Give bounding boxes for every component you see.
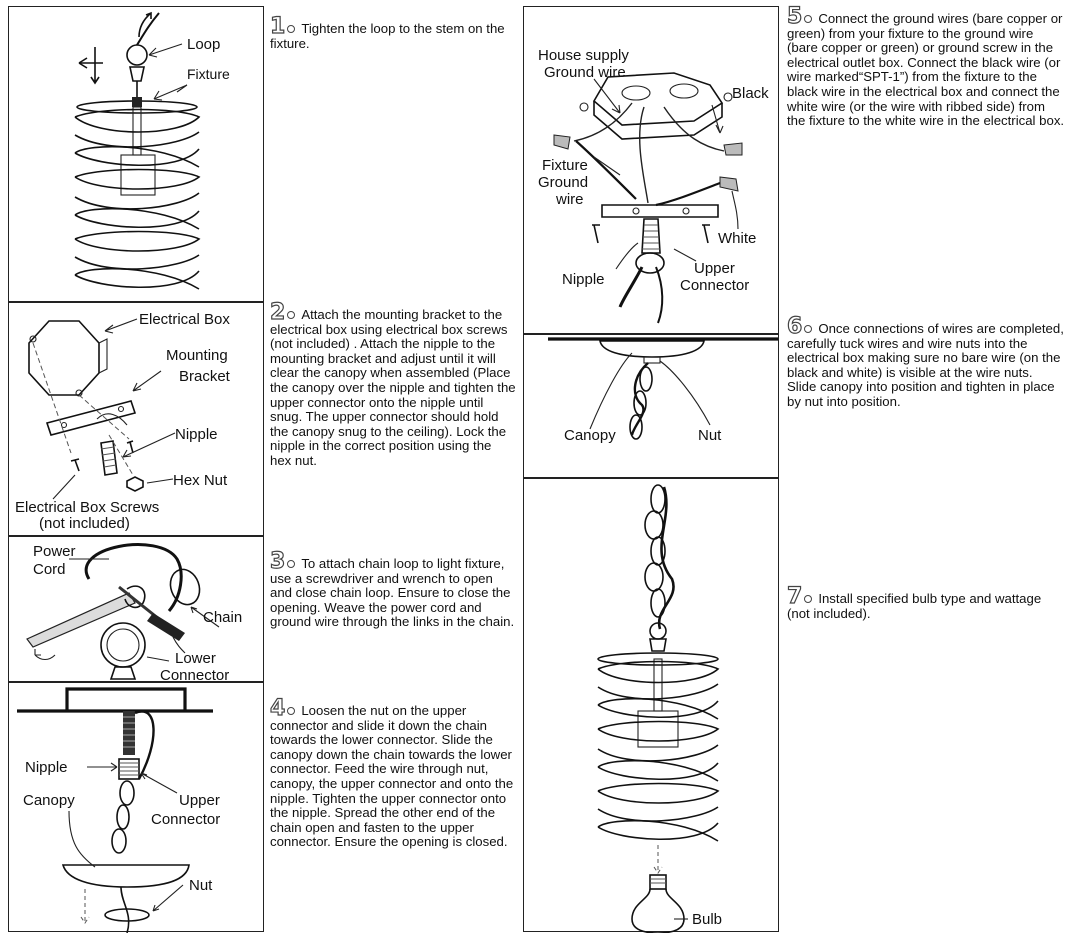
canopy-6 bbox=[600, 341, 704, 357]
step-bullet-icon bbox=[804, 15, 812, 23]
label-mounting: Mounting bbox=[166, 347, 228, 364]
wiring-illustration: House supply Ground wire bbox=[524, 7, 780, 335]
figure-step2: Electrical Box Mounting Bracket Nipple H… bbox=[8, 302, 264, 536]
step-2-body: Attach the mounting bracket to the elect… bbox=[270, 307, 516, 468]
bracket-5 bbox=[602, 205, 718, 217]
step-bullet-icon bbox=[804, 325, 812, 333]
figure-step5: House supply Ground wire bbox=[523, 6, 779, 334]
step-bullet-icon bbox=[287, 560, 295, 568]
step-bullet-icon bbox=[287, 707, 295, 715]
label-eb-screws: Electrical Box Screws bbox=[15, 499, 159, 516]
step-bullet-icon bbox=[287, 311, 295, 319]
label-lower: Lower bbox=[175, 650, 216, 667]
loop-ring bbox=[127, 45, 147, 65]
label-house-supply: House supply bbox=[538, 47, 629, 64]
spiral-shade bbox=[75, 110, 199, 290]
label-fixture-5: Fixture bbox=[542, 157, 588, 174]
wrench bbox=[27, 593, 135, 647]
chain-illustration: Power Cord Chain Lower Connector bbox=[9, 537, 265, 683]
bulb-glass bbox=[632, 889, 684, 933]
label-nipple: Nipple bbox=[175, 426, 218, 443]
fixture-bulb-illustration: Bulb bbox=[524, 479, 780, 933]
spiral-shade-7 bbox=[598, 662, 718, 842]
label-canopy-4: Canopy bbox=[23, 792, 75, 809]
step-5-body: Connect the ground wires (bare copper or… bbox=[787, 11, 1064, 128]
step-7-body: Install specified bulb type and wattage … bbox=[787, 591, 1041, 621]
label-wire-5: wire bbox=[555, 191, 584, 208]
label-not-included: (not included) bbox=[39, 515, 130, 532]
canopy-shape bbox=[63, 865, 189, 887]
label-cord: Cord bbox=[33, 561, 66, 578]
figure-step4: Nipple Canopy Upper Connector Nut bbox=[8, 682, 264, 932]
nipple-shape bbox=[123, 711, 135, 755]
step-1-body: Tighten the loop to the stem on the fixt… bbox=[270, 21, 505, 51]
label-nut-6: Nut bbox=[698, 427, 722, 444]
fixture-loop-illustration: Loop Fixture bbox=[9, 7, 265, 303]
canopy-illustration: Nipple Canopy Upper Connector Nut bbox=[9, 683, 265, 933]
label-electrical-box: Electrical Box bbox=[139, 311, 230, 328]
label-connector-4: Connector bbox=[151, 811, 220, 828]
bulb-base bbox=[650, 875, 666, 889]
label-ground-wire-top: Ground wire bbox=[544, 64, 626, 81]
step-bullet-icon bbox=[804, 595, 812, 603]
label-hex-nut: Hex Nut bbox=[173, 472, 228, 489]
label-loop: Loop bbox=[187, 36, 220, 53]
label-nipple-5: Nipple bbox=[562, 271, 605, 288]
label-connector-5: Connector bbox=[680, 277, 749, 294]
figure-step3: Power Cord Chain Lower Connector bbox=[8, 536, 264, 682]
step-bullet-icon bbox=[287, 25, 295, 33]
step-3-body: To attach chain loop to light fixture, u… bbox=[270, 556, 514, 629]
figure-step6: Canopy Nut bbox=[523, 334, 779, 478]
label-canopy-6: Canopy bbox=[564, 427, 616, 444]
label-nut-4: Nut bbox=[189, 877, 213, 894]
label-black: Black bbox=[732, 85, 769, 102]
label-upper-5: Upper bbox=[694, 260, 735, 277]
electrical-box-shape bbox=[29, 321, 99, 395]
figure-step7: Bulb bbox=[523, 478, 779, 932]
label-bracket: Bracket bbox=[179, 368, 231, 385]
mounting-bracket-illustration: Electrical Box Mounting Bracket Nipple H… bbox=[9, 303, 265, 537]
label-ground-5: Ground bbox=[538, 174, 588, 191]
label-white: White bbox=[718, 230, 756, 247]
label-lower-connector: Connector bbox=[160, 667, 229, 683]
figure-step1: Loop Fixture bbox=[8, 6, 264, 302]
label-fixture: Fixture bbox=[187, 66, 230, 82]
label-power: Power bbox=[33, 543, 76, 560]
label-nipple-4: Nipple bbox=[25, 759, 68, 776]
label-bulb: Bulb bbox=[692, 911, 722, 928]
canopy-mounted-illustration: Canopy Nut bbox=[524, 335, 780, 479]
step-4-body: Loosen the nut on the upper connector an… bbox=[270, 703, 513, 849]
screwdriver-handle bbox=[147, 613, 185, 641]
label-upper-4: Upper bbox=[179, 792, 220, 809]
step-6-body: Once connections of wires are completed,… bbox=[787, 321, 1064, 409]
label-chain: Chain bbox=[203, 609, 242, 626]
